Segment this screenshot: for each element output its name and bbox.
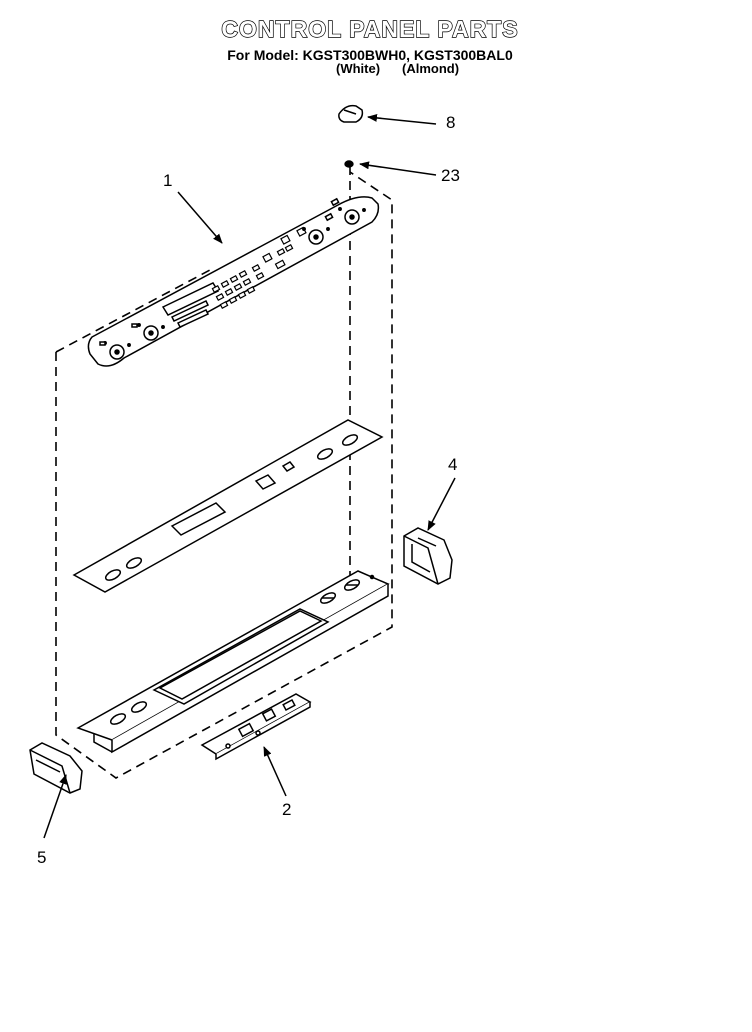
overlay-keypad <box>211 226 307 309</box>
callout-23: 23 <box>441 166 460 185</box>
assembly-outline <box>55 166 393 779</box>
overlay-display-window <box>161 282 220 328</box>
callout-1: 1 <box>163 171 172 190</box>
middle-panel-plate <box>72 419 384 593</box>
part-5-left-end-cap <box>29 742 83 794</box>
callout-5: 5 <box>37 848 46 867</box>
callout-8: 8 <box>446 113 455 132</box>
leader-arrows <box>43 113 456 839</box>
variant-white-label: (White) <box>336 61 381 76</box>
overlay-knob-marks-right <box>302 197 366 245</box>
diagram-title: CONTROL PANEL PARTS <box>221 15 519 42</box>
part-1-control-panel-overlay <box>87 196 380 367</box>
overlay-knob-marks-left <box>99 323 165 360</box>
model-line: For Model: KGST300BWH0, KGST300BAL0 <box>227 47 513 63</box>
console-housing <box>76 570 390 754</box>
callout-4: 4 <box>448 455 457 474</box>
part-4-right-end-cap <box>403 527 453 585</box>
part-23-retainer <box>344 160 354 168</box>
variant-almond-label: (Almond) <box>402 61 460 76</box>
part-2-control-board <box>200 693 312 761</box>
part-8-knob-cap <box>338 104 364 123</box>
callout-2: 2 <box>282 800 291 819</box>
